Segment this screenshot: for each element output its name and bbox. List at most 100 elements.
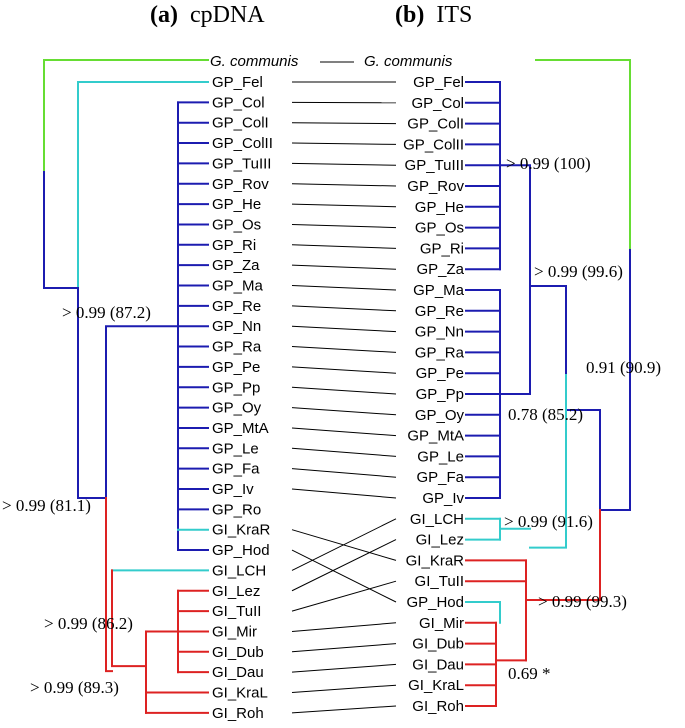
panel-title-a: (a) cpDNA xyxy=(150,2,265,28)
left-taxon-label: GP_TuIII xyxy=(212,155,271,172)
left-taxon-label: GP_Ri xyxy=(212,237,256,254)
taxon-link-line xyxy=(291,264,397,270)
taxon-link-line xyxy=(291,705,397,714)
taxon-link-line xyxy=(291,663,397,673)
taxon-link-line xyxy=(291,183,397,187)
right-taxon-label: GP_Ri xyxy=(420,240,464,257)
left-taxon-label: GP_Fel xyxy=(212,74,263,91)
right-taxon-label: GP_Ra xyxy=(415,344,465,361)
panel-letter-b: (b) xyxy=(395,2,424,28)
taxon-link-line xyxy=(291,447,397,457)
right-taxon-label: GP_Os xyxy=(415,220,464,237)
left-taxon-label: GP_Nn xyxy=(212,318,261,335)
left-fel-branch xyxy=(77,81,209,289)
right-gi-root xyxy=(525,509,601,601)
left-gi-clade-branch xyxy=(105,497,113,673)
outgroup-label-left: G. communis xyxy=(210,53,299,70)
right-taxon-label: GP_Fel xyxy=(413,74,464,91)
right-ingroup-node xyxy=(565,374,601,511)
right-taxon-label: GP_ColI xyxy=(407,116,464,133)
taxon-link-line xyxy=(291,427,397,437)
cpdna-taxon-labels: GP_FelGP_ColGP_ColIGP_ColIIGP_TuIIIGP_Ro… xyxy=(212,74,273,722)
right-cyan-link xyxy=(529,374,567,549)
outgroup-label-right: G. communis xyxy=(364,53,453,70)
support-left-gi-subclade: > 0.99 (86.2) xyxy=(44,614,133,633)
taxon-link-line xyxy=(291,325,397,333)
support-right-lch-lez: > 0.99 (91.6) xyxy=(504,512,593,531)
left-taxon-label: GI_TuII xyxy=(212,603,261,620)
taxon-link-line xyxy=(291,488,397,499)
left-taxon-label: GI_Mir xyxy=(212,623,257,640)
its-tree xyxy=(465,59,631,707)
taxon-links xyxy=(291,81,397,714)
taxon-link-line xyxy=(291,643,397,653)
taxon-link-line xyxy=(291,122,397,125)
left-taxon-label: GP_Hod xyxy=(212,542,270,559)
cpdna-tree xyxy=(43,59,209,714)
right-taxon-label: GP_TuIII xyxy=(405,157,464,174)
left-taxon-label: GP_Pe xyxy=(212,359,260,376)
right-gp-join xyxy=(499,164,531,395)
left-taxon-label: GP_Iv xyxy=(212,481,254,498)
support-right-gi-clade: > 0.99 (99.3) xyxy=(538,592,627,611)
left-taxon-label: GI_KraR xyxy=(212,522,271,539)
right-gp-node xyxy=(529,285,567,376)
right-taxon-label: GI_TuII xyxy=(415,573,464,590)
left-taxon-label: GP_Fa xyxy=(212,461,260,478)
right-taxon-label: GP_Pe xyxy=(416,365,464,382)
taxon-link-line xyxy=(291,223,397,229)
support-right-gi-sub: 0.69 * xyxy=(508,664,551,683)
support-right-ingroup: 0.91 (90.9) xyxy=(586,358,661,377)
taxon-link-line xyxy=(291,539,397,592)
left-taxon-label: GI_KraL xyxy=(212,685,268,702)
taxon-link-line xyxy=(291,142,397,145)
left-taxon-label: GP_Oy xyxy=(212,400,262,417)
right-taxon-label: GP_Le xyxy=(417,448,464,465)
left-taxon-label: GP_Os xyxy=(212,216,261,233)
left-taxon-label: GP_He xyxy=(212,196,261,213)
left-taxon-label: GP_ColI xyxy=(212,115,269,132)
taxon-link-line xyxy=(291,366,397,374)
left-taxon-label: GP_Rov xyxy=(212,176,269,193)
left-taxon-label: GP_Ro xyxy=(212,501,261,518)
taxon-link-line xyxy=(291,580,397,612)
support-left-gi-clade: > 0.99 (81.1) xyxy=(2,496,91,515)
right-taxon-label: GP_Fa xyxy=(416,469,464,486)
right-taxon-label: GP_Oy xyxy=(415,407,465,424)
panel-name-b: ITS xyxy=(436,2,472,28)
panel-letter-a: (a) xyxy=(150,2,178,28)
right-taxon-label: GP_Nn xyxy=(415,324,464,341)
taxon-link-line xyxy=(291,684,397,693)
taxon-link-line xyxy=(291,346,397,353)
left-gp-clade-branch xyxy=(105,325,179,499)
right-taxon-label: GP_Ma xyxy=(413,282,465,299)
left-taxon-label: GI_Roh xyxy=(212,705,264,722)
support-left-gi-root: > 0.99 (89.3) xyxy=(30,678,119,697)
right-taxon-label: GP_Rov xyxy=(407,178,464,195)
taxon-link-line xyxy=(291,622,397,632)
right-taxon-label: GI_KraL xyxy=(408,677,464,694)
support-right-gp-clade: > 0.99 (99.6) xyxy=(534,262,623,281)
right-taxon-label: GI_Dau xyxy=(412,656,464,673)
taxon-link-line xyxy=(291,386,397,395)
right-taxon-label: GI_Roh xyxy=(412,698,464,715)
taxon-link-line xyxy=(291,162,397,166)
panel-name-a: cpDNA xyxy=(190,2,265,28)
right-taxon-label: GI_Dub xyxy=(412,636,464,653)
left-taxon-label: GI_Lez xyxy=(212,583,260,600)
right-taxon-label: GI_KraR xyxy=(406,552,465,569)
right-hod-tip xyxy=(465,601,501,624)
right-taxon-label: GP_Za xyxy=(416,261,464,278)
right-taxon-label: GI_LCH xyxy=(410,511,464,528)
taxon-link-line xyxy=(291,244,397,249)
right-taxon-label: GP_MtA xyxy=(407,428,464,445)
taxon-link-line xyxy=(291,305,397,312)
left-taxon-label: GI_LCH xyxy=(212,562,266,579)
right-taxon-label: GP_ColII xyxy=(403,136,464,153)
right-taxon-label: GP_Iv xyxy=(422,490,464,507)
taxon-link-line xyxy=(291,549,397,603)
left-root-branch xyxy=(43,171,79,289)
right-taxon-label: GP_Hod xyxy=(406,594,464,611)
right-taxon-label: GI_Mir xyxy=(419,615,464,632)
